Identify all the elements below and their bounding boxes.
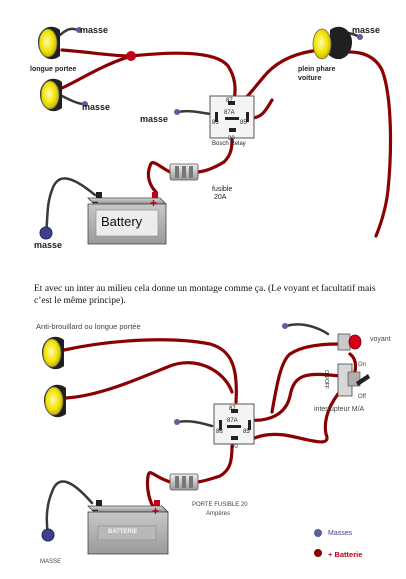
- label-porte-fusible: PORTE FUSIBLE 20: [192, 502, 248, 508]
- label-interrupteur: interrupteur M/A: [314, 406, 365, 413]
- top-relay-pin-86: 86: [212, 120, 219, 126]
- label-voyant: voyant: [370, 336, 391, 343]
- label-switch-off: Off: [358, 394, 366, 400]
- bottom-ground-dot-relay: [174, 419, 180, 425]
- top-battery: [87, 192, 167, 245]
- top-relay-pin-30: 30: [228, 136, 235, 142]
- label-longue-portee: longue portee: [30, 66, 77, 73]
- label-masse-bottom: MASSE: [40, 559, 62, 565]
- legend-batterie-label: + Batterie: [328, 550, 363, 559]
- top-diagram: 87 87A 86 85 30: [38, 26, 393, 245]
- label-fusible-20a: 20A: [214, 194, 227, 201]
- bottom-relay-pin-87: 87: [229, 406, 236, 412]
- label-masse-top-right: masse: [352, 25, 381, 35]
- top-ground-dot-relay: [174, 109, 180, 115]
- legend-masses-label: Masses: [328, 530, 353, 537]
- top-lamp-lower: [40, 78, 62, 112]
- label-switch-on: On: [358, 362, 367, 368]
- bottom-diagram: 87 87A 86 85 30: [41, 323, 370, 557]
- label-masse-relay: masse: [140, 114, 169, 124]
- bottom-battery-minus-sign: −: [92, 505, 99, 517]
- bottom-battery: [87, 500, 169, 555]
- bottom-ground-dot-voyant: [282, 323, 288, 329]
- bottom-relay: 87 87A 86 85 30: [213, 403, 255, 450]
- label-masse-battery: masse: [34, 240, 63, 250]
- label-plein-phare: plein phare: [298, 66, 336, 73]
- legend-masses-dot: [314, 529, 322, 537]
- label-switch-onoff: ON/OFF: [323, 370, 329, 389]
- bottom-relay-pin-85: 85: [243, 429, 250, 435]
- label-bosch-relay: Bosch Relay: [212, 141, 246, 147]
- label-amperes: Ampères: [206, 511, 231, 517]
- bottom-ground-dot-batt: [41, 528, 55, 542]
- bottom-fuse: [169, 473, 199, 491]
- bottom-relay-pin-86: 86: [216, 429, 223, 435]
- bottom-indicator-light: [337, 333, 362, 351]
- label-batterie: BATTERIE: [108, 529, 138, 535]
- label-masse-top-left: masse: [80, 25, 109, 35]
- top-fuse: [169, 163, 199, 181]
- bottom-lamp-lower: [44, 384, 66, 418]
- battery-minus-sign: −: [92, 197, 99, 209]
- top-lamp-upper: [38, 26, 60, 60]
- bottom-relay-pin-87a: 87A: [227, 418, 238, 424]
- label-battery: Battery: [101, 214, 143, 229]
- label-fusible: fusible: [212, 186, 233, 193]
- bottom-lamp-upper: [42, 336, 64, 370]
- top-relay-pin-85: 85: [240, 120, 247, 126]
- battery-plus-sign: +: [150, 196, 158, 210]
- bottom-switch: [337, 363, 370, 397]
- bottom-power-wires: [62, 338, 358, 510]
- top-relay: 87 87A 86 85 30: [209, 95, 255, 142]
- caption-text: Et avec un inter au milieu cela donne un…: [34, 284, 376, 306]
- top-relay-pin-87: 87: [226, 98, 233, 104]
- top-ground-dot-batt: [39, 226, 53, 240]
- label-voiture: voiture: [298, 75, 322, 82]
- top-junction-dot: [126, 51, 136, 61]
- top-ground-dot-tl: [76, 27, 82, 33]
- label-antibrouillard: Anti-brouillard ou longue portée: [36, 322, 141, 331]
- bottom-ground-wires: [45, 323, 330, 536]
- top-ground-dot-tr: [357, 34, 363, 40]
- legend-batterie-dot: [314, 549, 322, 557]
- bottom-relay-pin-30: 30: [231, 444, 238, 450]
- bottom-battery-plus-sign: +: [152, 504, 160, 518]
- label-masse-mid-left: masse: [82, 102, 111, 112]
- top-lamp-right: [312, 26, 352, 60]
- top-relay-pin-87a: 87A: [224, 110, 235, 116]
- top-ground-dot-ml: [82, 101, 88, 107]
